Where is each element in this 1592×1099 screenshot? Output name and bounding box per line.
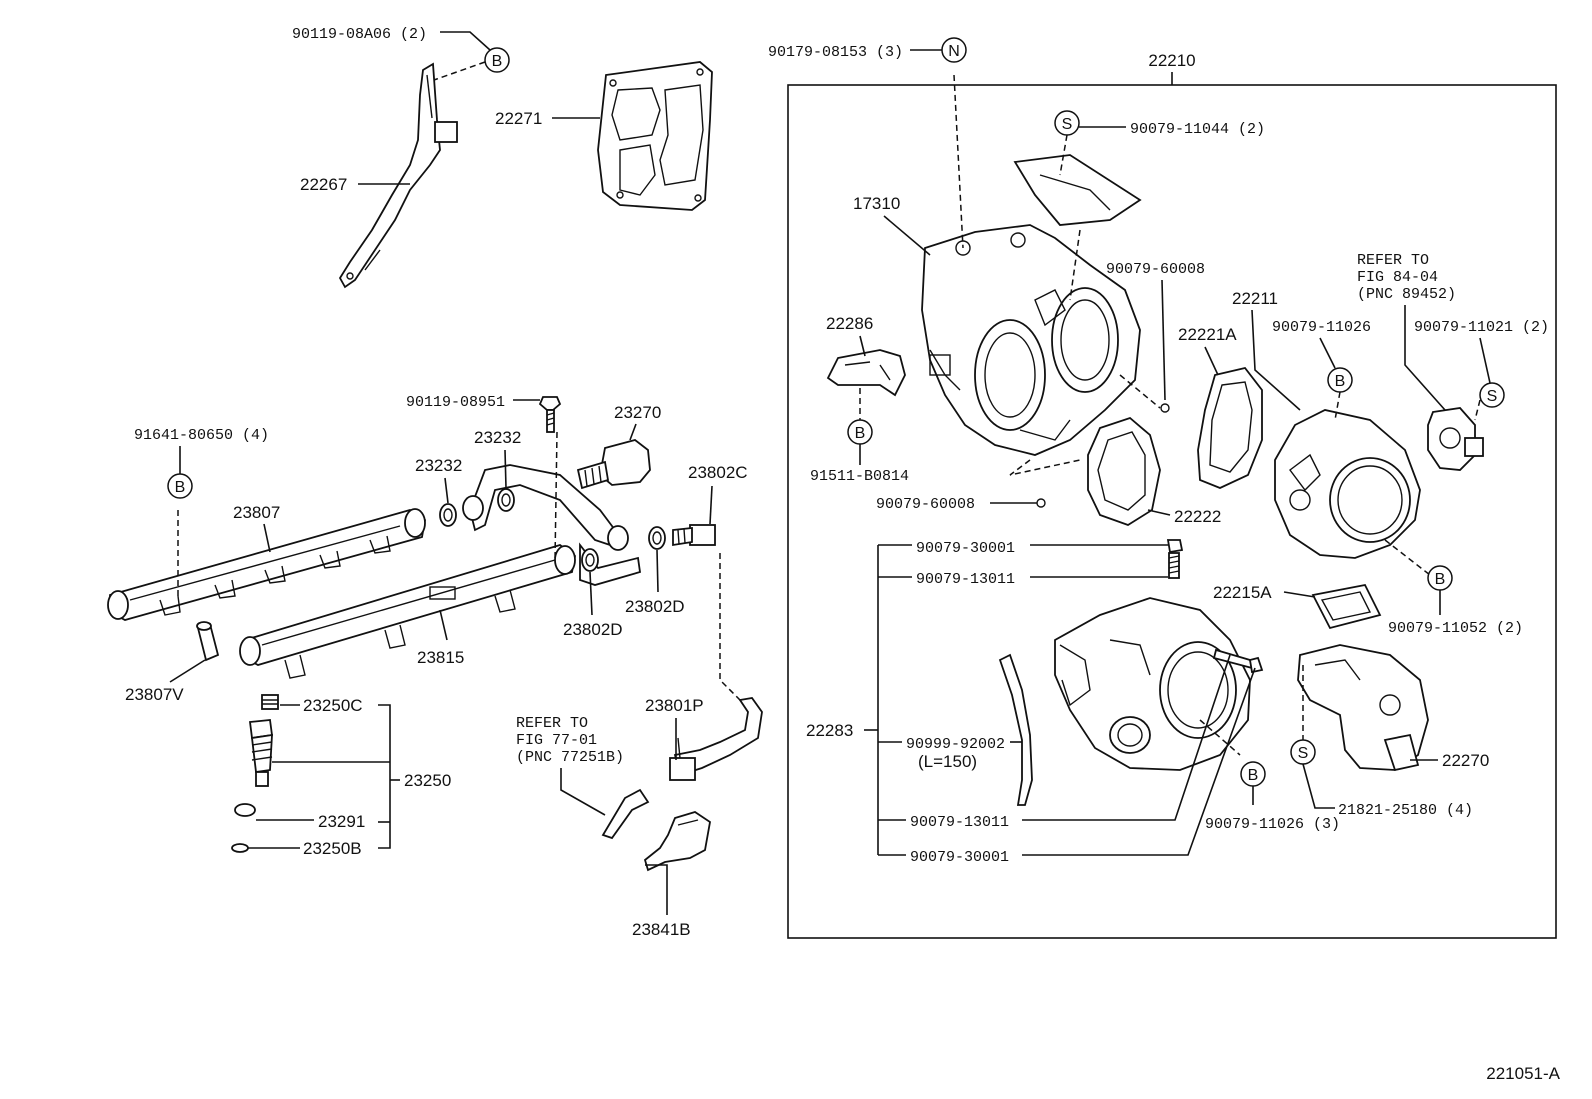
label-23291: 23291 xyxy=(318,812,365,831)
gaskets-23232-drawing xyxy=(439,488,515,527)
label-22211: 22211 xyxy=(1232,289,1278,308)
injector-23250-drawing xyxy=(231,694,279,853)
fuel-rail-23815-drawing xyxy=(239,544,576,679)
figure-id: 221051-A xyxy=(1486,1064,1560,1083)
refer-fig84-line1: REFER TO xyxy=(1357,252,1429,269)
label-90119-08A06: 90119-08A06 (2) xyxy=(292,26,427,43)
gaskets-23802D-drawing xyxy=(581,526,666,572)
label-90079-13011-upper: 90079-13011 xyxy=(916,571,1015,588)
label-23841B: 23841B xyxy=(632,920,691,939)
label-L150: (L=150) xyxy=(918,752,977,771)
callout-b-circle xyxy=(167,473,193,499)
label-23232-lower: 23232 xyxy=(415,456,462,475)
label-23250: 23250 xyxy=(404,771,451,790)
fuel-hose-23801P-drawing xyxy=(669,697,763,781)
hose-90999-92002-drawing xyxy=(998,653,1033,806)
label-91641-80650: 91641-80650 (4) xyxy=(134,427,269,444)
label-90079-13011-lower: 90079-13011 xyxy=(910,814,1009,831)
refer-fig77-line3: (PNC 77251B) xyxy=(516,749,624,766)
refer-fig84-line3: (PNC 89452) xyxy=(1357,286,1456,303)
refer-fig84-line2: FIG 84-04 xyxy=(1357,269,1438,286)
label-90119-08951: 90119-08951 xyxy=(406,394,505,411)
callout-b-marker: B xyxy=(175,479,186,496)
label-91511-B0814: 91511-B0814 xyxy=(810,468,909,485)
sensor-fig84-drawing xyxy=(1427,407,1484,471)
callout-b-marker: B xyxy=(1335,373,1346,390)
union-bolt-23802C-drawing xyxy=(672,524,716,547)
label-90999-92002: 90999-92002 xyxy=(906,736,1005,753)
idle-control-22270-drawing xyxy=(1297,644,1429,772)
label-23802D-left: 23802D xyxy=(563,620,623,639)
callout-s-marker: S xyxy=(1062,116,1073,133)
label-22267: 22267 xyxy=(300,175,347,194)
label-90079-60008-lower: 90079-60008 xyxy=(876,496,975,513)
gasket-22221A-drawing xyxy=(1197,366,1263,489)
throttle-body-lower-drawing xyxy=(1054,597,1251,771)
label-90079-11044: 90079-11044 (2) xyxy=(1130,121,1265,138)
gasket-22222-drawing xyxy=(1087,416,1161,526)
callout-s-circle xyxy=(1479,382,1505,408)
label-90079-11026: 90079-11026 xyxy=(1272,319,1371,336)
label-23270: 23270 xyxy=(614,403,661,422)
label-23815: 23815 xyxy=(417,648,464,667)
label-23807V: 23807V xyxy=(125,685,184,704)
label-22222: 22222 xyxy=(1174,507,1221,526)
label-22215A: 22215A xyxy=(1213,583,1272,602)
fuel-line-fig77-drawing xyxy=(601,788,650,840)
insulator-23807V-drawing xyxy=(196,621,220,662)
callout-s-marker: S xyxy=(1298,745,1309,762)
group-label-22210: 22210 xyxy=(1148,51,1195,70)
refer-fig77-line1: REFER TO xyxy=(516,715,588,732)
throttle-body-17310-drawing xyxy=(921,224,1141,456)
gasket-22215A-drawing xyxy=(1311,583,1382,630)
label-22283: 22283 xyxy=(806,721,853,740)
callout-b-marker: B xyxy=(855,425,866,442)
label-23807: 23807 xyxy=(233,503,280,522)
callout-b-circle xyxy=(484,47,510,73)
label-23250B: 23250B xyxy=(303,839,362,858)
pressure-regulator-23270-drawing xyxy=(576,439,651,490)
callout-n-marker: N xyxy=(948,43,960,60)
label-23802D-right: 23802D xyxy=(625,597,685,616)
bolt-90119-08951-drawing xyxy=(538,396,562,433)
callout-b-marker: B xyxy=(492,53,503,70)
label-23801P: 23801P xyxy=(645,696,704,715)
label-90079-11026-3: 90079-11026 (3) xyxy=(1205,816,1340,833)
bracket-22267-drawing xyxy=(338,62,458,289)
small-parts-drawing xyxy=(1036,403,1264,674)
label-21821-25180: 21821-25180 (4) xyxy=(1338,802,1473,819)
label-90079-11052: 90079-11052 (2) xyxy=(1388,620,1523,637)
clip-23841B-drawing xyxy=(643,811,711,872)
label-23232-upper: 23232 xyxy=(474,428,521,447)
label-17310: 17310 xyxy=(853,194,900,213)
fuel-rail-23807-drawing xyxy=(107,508,426,621)
callout-b-marker: B xyxy=(1435,571,1446,588)
label-22286: 22286 xyxy=(826,314,873,333)
label-90079-11021: 90079-11021 (2) xyxy=(1414,319,1549,336)
gasket-top-drawing xyxy=(1013,154,1142,226)
label-22221A: 22221A xyxy=(1178,325,1237,344)
callout-n-circle xyxy=(941,37,967,63)
bracket-22286-drawing xyxy=(826,349,906,397)
label-22270: 22270 xyxy=(1442,751,1489,770)
throttle-valve-22211-drawing xyxy=(1274,409,1421,559)
label-23802C: 23802C xyxy=(688,463,748,482)
label-90079-30001-upper: 90079-30001 xyxy=(916,540,1015,557)
label-22271: 22271 xyxy=(495,109,542,128)
label-90179-08153: 90179-08153 (3) xyxy=(768,44,903,61)
label-90079-60008-upper: 90079-60008 xyxy=(1106,261,1205,278)
refer-fig77-line2: FIG 77-01 xyxy=(516,732,597,749)
callout-b-marker: B xyxy=(1248,767,1259,784)
callout-s-marker: S xyxy=(1487,388,1498,405)
label-23250C: 23250C xyxy=(303,696,363,715)
gasket-22271-drawing xyxy=(597,61,713,211)
label-90079-30001-lower: 90079-30001 xyxy=(910,849,1009,866)
